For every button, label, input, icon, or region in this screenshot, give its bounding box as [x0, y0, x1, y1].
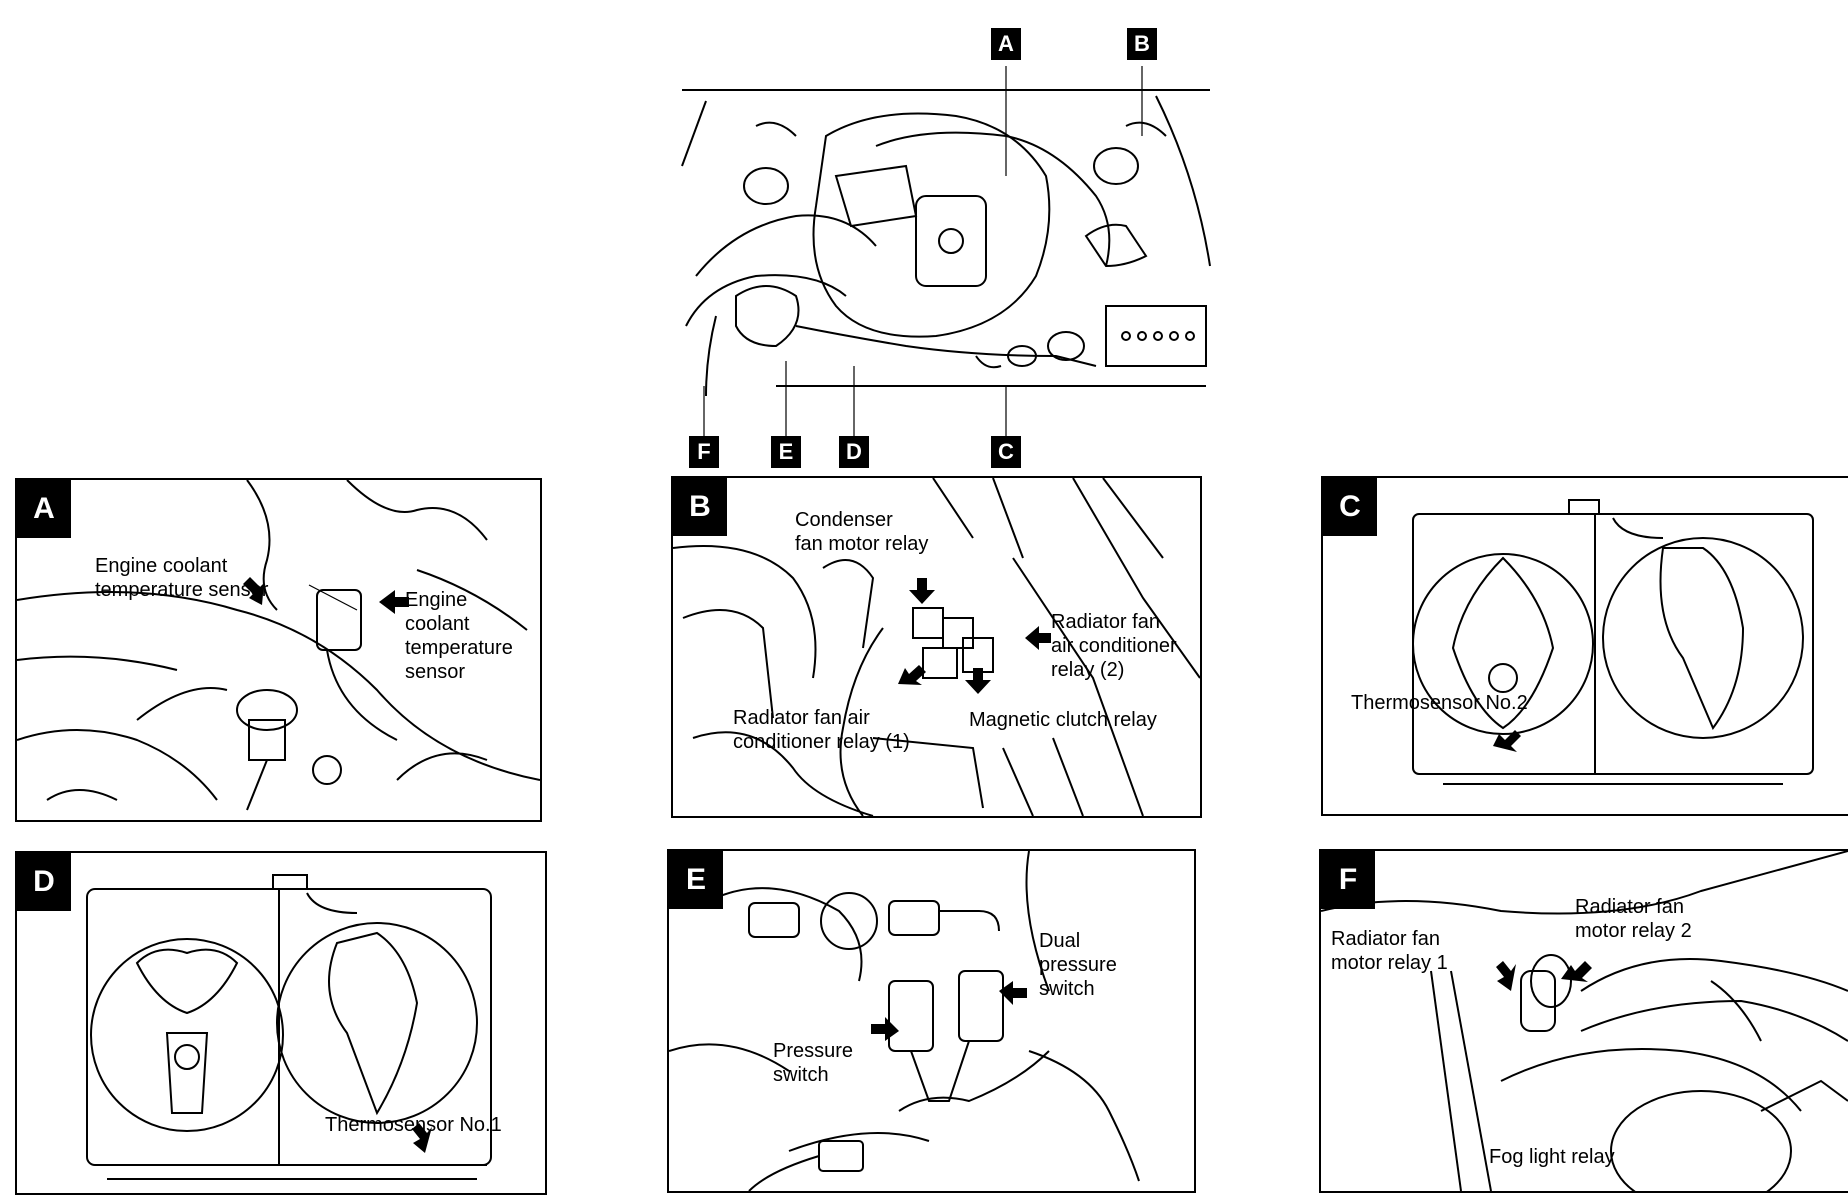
callout-b: B [1127, 28, 1157, 60]
label-thermosensor-no2: Thermosensor No.2 [1351, 692, 1528, 714]
label-condenser-fan-motor-relay: Condenser fan motor relay [795, 509, 929, 555]
overview-diagram: A B F E D C [676, 26, 1216, 476]
callout-f: F [689, 436, 719, 468]
panel-e-tag: E [669, 851, 723, 909]
label-engine-coolant-temperature-sensor-1: Engine coolant temperature sensor [95, 555, 269, 601]
pressure-switch-illustration [669, 851, 1140, 1191]
panel-d: D Thermosensor No.1 [15, 851, 547, 1195]
panel-c-tag: C [1323, 478, 1377, 536]
radiator-fans-illustration-c [1412, 499, 1814, 785]
label-dual-pressure-switch: Dual pressure switch [1039, 930, 1117, 1000]
label-thermosensor-no1: Thermosensor No.1 [325, 1114, 502, 1136]
panel-f: F Radiator fan motor relay 1 Radiator fa… [1319, 849, 1848, 1193]
label-magnetic-clutch-relay: Magnetic clutch relay [969, 709, 1157, 731]
label-radiator-fan-ac-relay-2: Radiator fan air conditioner relay (2) [1051, 611, 1177, 681]
panel-c: C Thermosensor No.2 [1321, 476, 1848, 816]
label-radiator-fan-ac-relay-1: Radiator fan air conditioner relay (1) [733, 707, 910, 753]
callout-c: C [991, 436, 1021, 468]
callout-d: D [839, 436, 869, 468]
label-radiator-fan-motor-relay-2: Radiator fan motor relay 2 [1575, 896, 1692, 942]
label-fog-light-relay: Fog light relay [1489, 1146, 1615, 1168]
engine-bay-illustration [681, 66, 1211, 436]
fog-light-relay-illustration [1321, 851, 1848, 1191]
panel-a-tag: A [17, 480, 71, 538]
label-engine-coolant-temperature-sensor-2: Engine coolant temperature sensor [405, 589, 513, 683]
relay-block-illustration [673, 478, 1200, 816]
panel-a: A Engine coolant temperature sensor Engi… [15, 478, 542, 822]
panel-d-tag: D [17, 853, 71, 911]
panel-f-tag: F [1321, 851, 1375, 909]
callout-a: A [991, 28, 1021, 60]
label-radiator-fan-motor-relay-1: Radiator fan motor relay 1 [1331, 928, 1448, 974]
callout-e: E [771, 436, 801, 468]
coolant-sensor-illustration [17, 480, 540, 811]
panel-b-tag: B [673, 478, 727, 536]
panel-e: E Dual pressure switch Pressure switch [667, 849, 1196, 1193]
label-pressure-switch: Pressure switch [773, 1040, 854, 1086]
panel-b: B Condenser fan motor relay Radiator fan… [671, 476, 1202, 818]
radiator-fans-illustration-d [86, 874, 492, 1180]
